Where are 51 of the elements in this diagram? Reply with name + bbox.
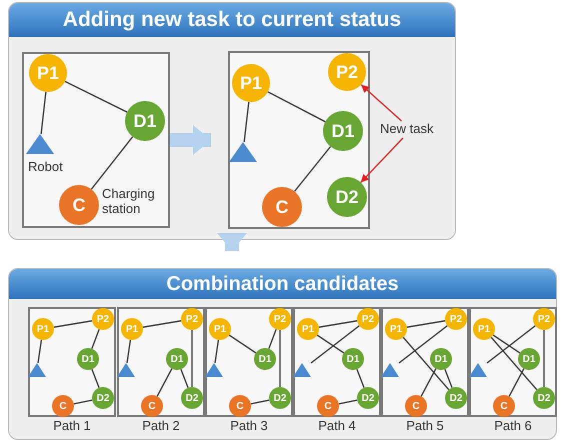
route-line [40, 92, 47, 134]
node-caption: Robot [28, 160, 64, 175]
route-line [228, 334, 256, 354]
route-line [356, 369, 365, 388]
route-line [402, 336, 450, 390]
route-line [279, 330, 281, 387]
path-caption: Path 6 [493, 419, 533, 434]
path-caption: Path 1 [52, 419, 92, 434]
route-line [180, 369, 189, 388]
route-line [64, 80, 128, 113]
path-caption: Path 5 [405, 419, 445, 434]
arrow [360, 138, 404, 183]
route-line [90, 136, 134, 190]
route-line [156, 368, 172, 397]
route-line [74, 400, 92, 404]
route-line [214, 340, 220, 364]
route-line [444, 369, 453, 388]
route-line [420, 368, 436, 397]
route-line [398, 325, 448, 364]
route-line [91, 369, 100, 388]
route-line [492, 334, 520, 354]
route-line [508, 368, 524, 397]
route-line [37, 340, 42, 364]
route-line [268, 329, 277, 349]
annotation-text: New task [380, 121, 434, 136]
block-arrow [170, 125, 211, 155]
route-line [294, 146, 331, 192]
route-line [406, 320, 446, 328]
route-line [310, 325, 360, 364]
route-line [191, 330, 193, 387]
path-caption: Path 3 [229, 419, 269, 434]
route-line [316, 334, 344, 354]
route-line [250, 400, 270, 404]
node-caption: Charging station [102, 187, 156, 217]
route-line [490, 336, 538, 390]
route-line [338, 400, 358, 404]
route-line [318, 320, 358, 328]
route-line [268, 91, 326, 122]
block-arrow [217, 233, 247, 251]
route-line [54, 320, 92, 328]
arrow [360, 84, 402, 122]
panel-heading: Adding new task to current status [9, 3, 455, 37]
route-line [91, 329, 100, 349]
path-caption: Path 2 [141, 419, 181, 434]
route-line [486, 325, 536, 364]
route-line [543, 330, 545, 387]
path-caption: Path 4 [317, 419, 357, 434]
route-line [244, 102, 250, 142]
route-line [142, 320, 182, 328]
route-line [126, 340, 132, 364]
panel-heading: Combination candidates [9, 269, 556, 299]
